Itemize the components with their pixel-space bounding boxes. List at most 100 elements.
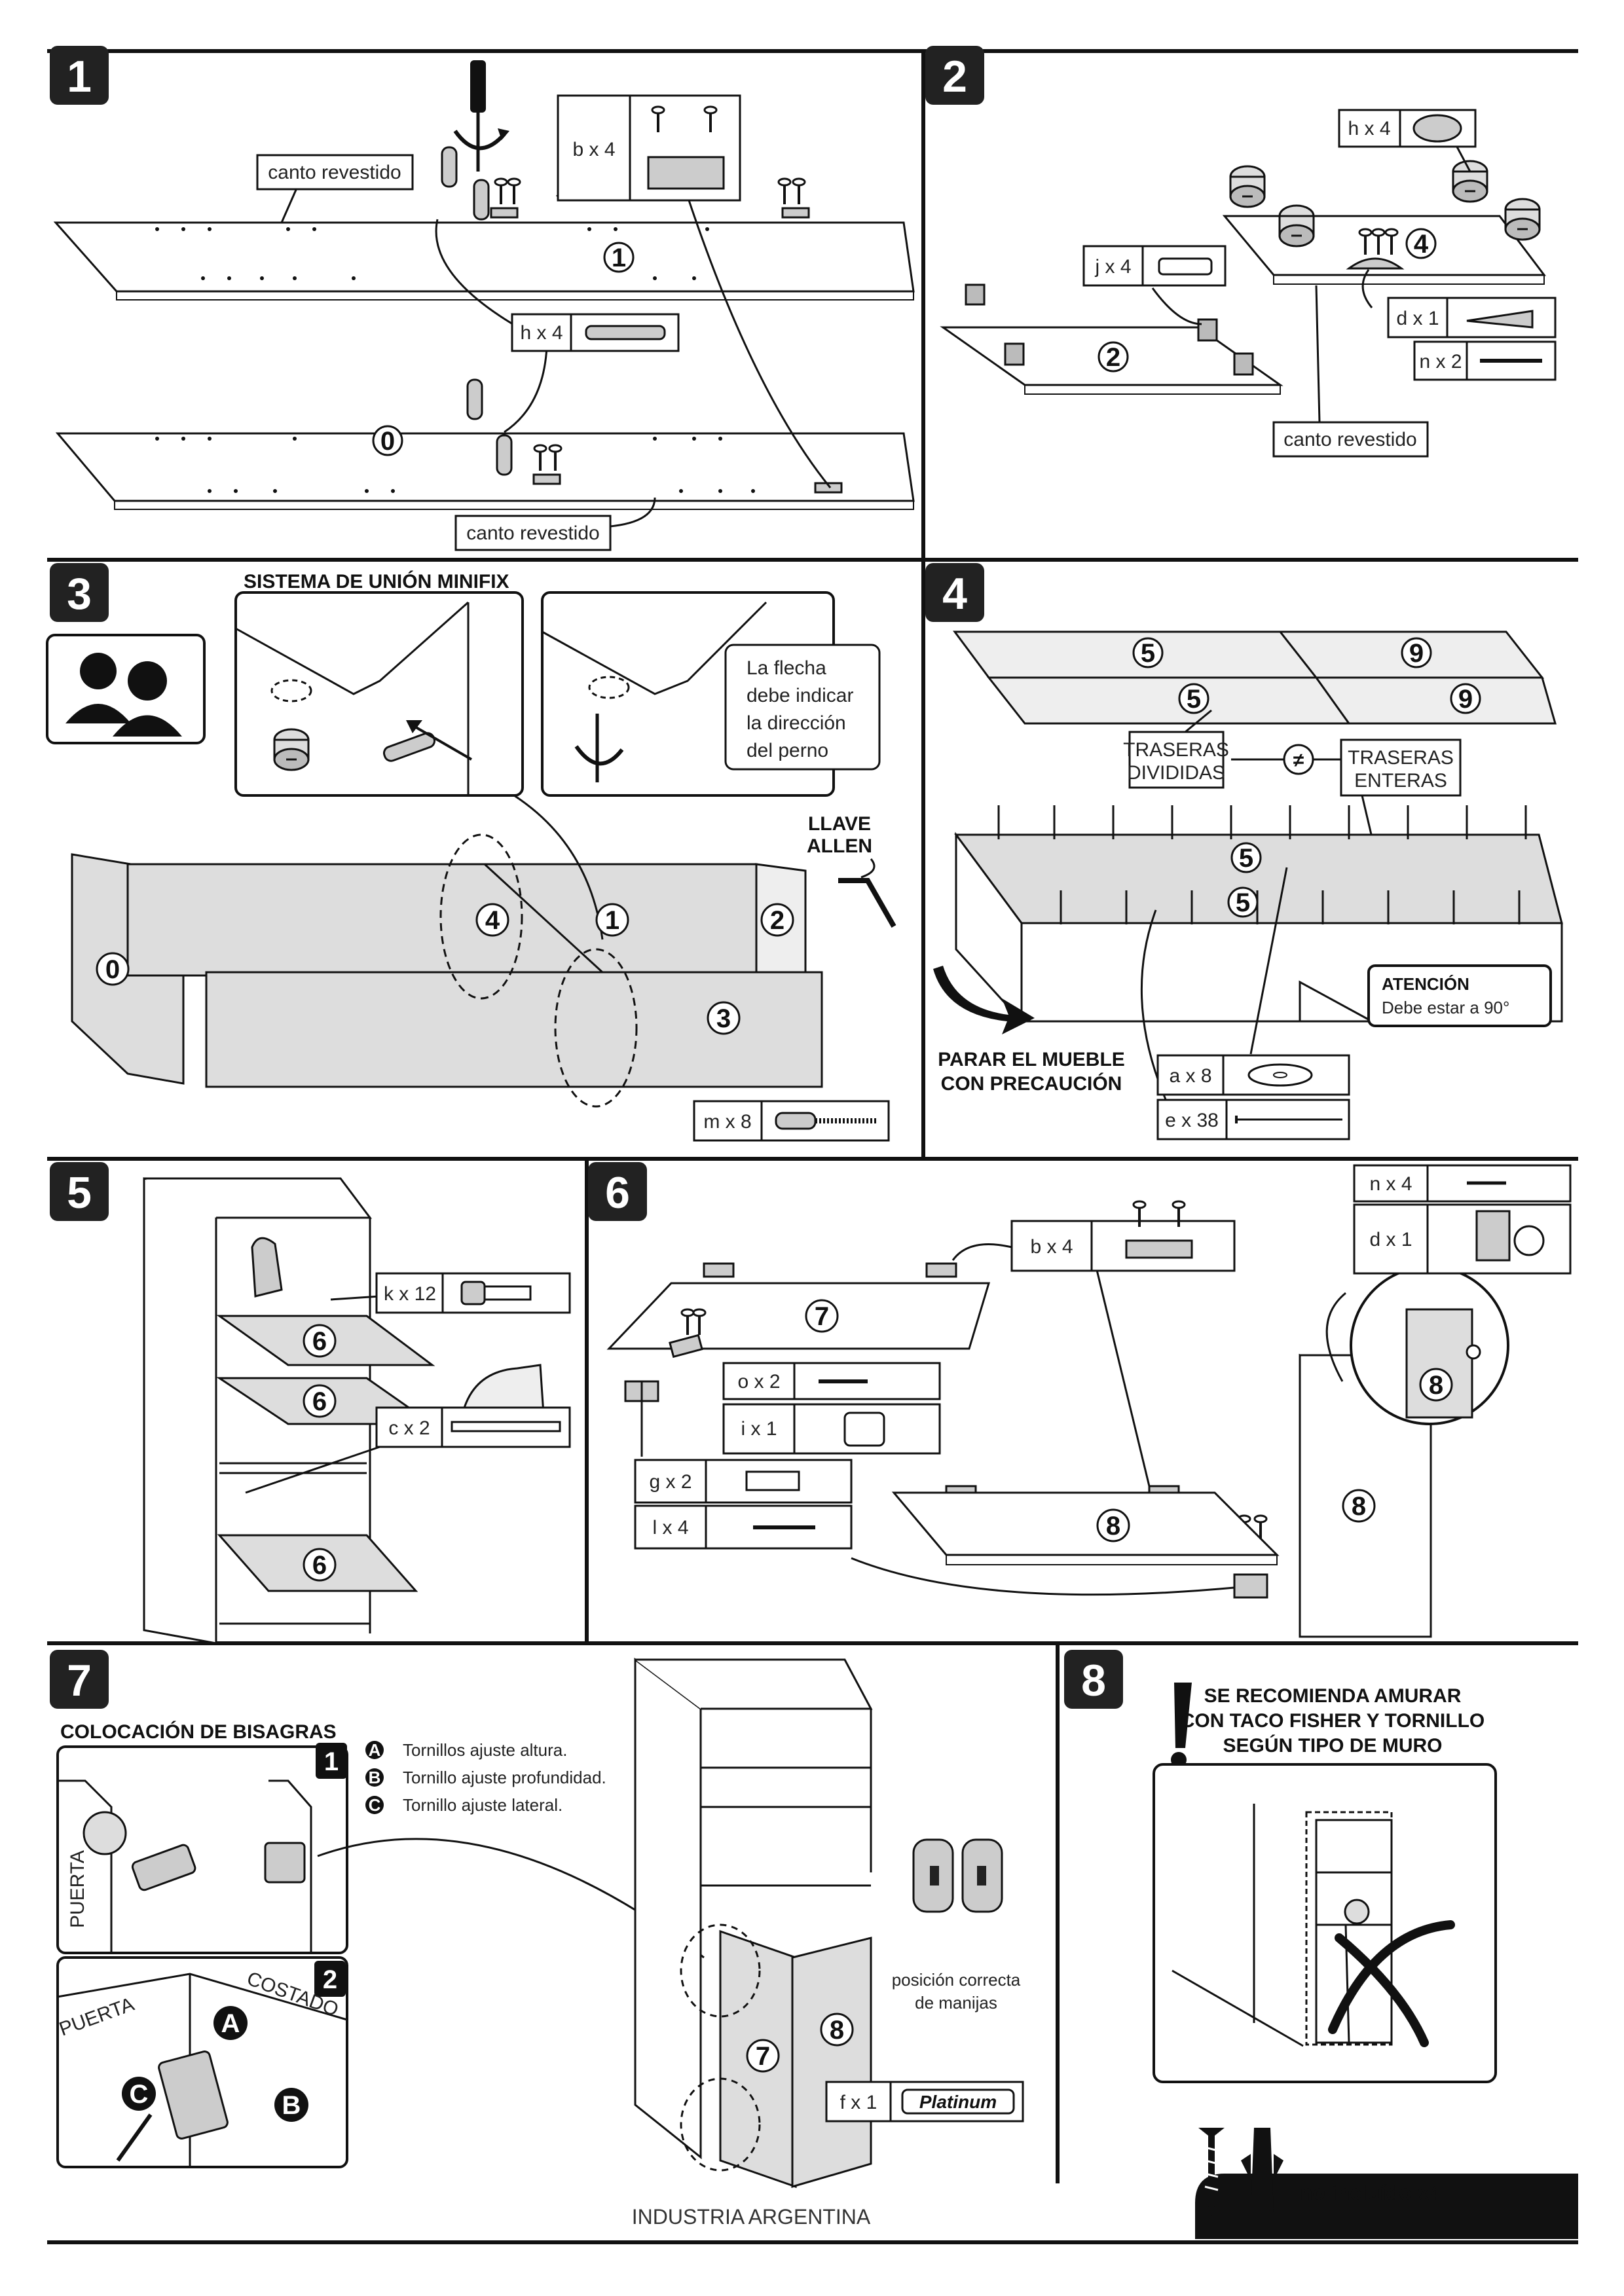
warning-line-2: CON TACO FISHER Y TORNILLO: [1181, 1710, 1485, 1732]
hinge-detail-1: 1 PUERTA: [56, 1743, 348, 1954]
part-label-8d: 8: [830, 2016, 844, 2045]
part-label-5a: 5: [1141, 639, 1155, 668]
step-number-8: 8: [1081, 1656, 1106, 1705]
arrow-note-line-3: la dirección: [747, 712, 846, 734]
step-badge-3: [50, 563, 109, 622]
step1-board-top: [53, 221, 915, 293]
brand-label: Platinum: [919, 2092, 997, 2112]
svg-text:j x 4: j x 4: [1094, 256, 1131, 278]
part-box-j: j x 4: [1082, 245, 1227, 287]
dashed-callout-left: [439, 833, 523, 1000]
step3-carcass: [71, 853, 823, 1088]
part-label-step3-0: 3: [716, 1004, 731, 1033]
stopper-icon-2: [1233, 1573, 1268, 1599]
part-label-7b: 7: [756, 2042, 770, 2071]
svg-text:DIVIDIDAS: DIVIDIDAS: [1127, 762, 1225, 784]
part-box-h2: h x 4: [1338, 109, 1477, 148]
step-badge-4: [925, 563, 984, 622]
step8-panel: SE RECOMIENDA AMURAR CON TACO FISHER Y T…: [1153, 1683, 1497, 2216]
part-label-step3-4: 4: [485, 906, 500, 935]
part-label-5b: 5: [1187, 685, 1201, 714]
parar-line-2: CON PRECAUCIÓN: [941, 1072, 1122, 1095]
step1-holes: [155, 227, 755, 493]
part-label-4: [1405, 228, 1437, 259]
part-box-f: f x 1 Platinum: [825, 2081, 1024, 2123]
svg-text:ALLEN: ALLEN: [807, 835, 872, 857]
puerta-label-1: PUERTA: [67, 1850, 88, 1928]
svg-text:b x 4: b x 4: [572, 139, 615, 160]
step-badge-5: [50, 1162, 109, 1221]
part-box-b: b x 4: [557, 94, 741, 202]
step2-blocks: [965, 283, 1254, 376]
step-number-1: 1: [67, 52, 92, 101]
part-box-l: l x 4: [634, 1504, 853, 1550]
svg-text:C: C: [130, 2080, 149, 2109]
step-badge-8: [1064, 1650, 1123, 1709]
svg-text:0: 0: [380, 427, 395, 456]
svg-text:c x 2: c x 2: [388, 1417, 430, 1439]
step6-panel: 7 8 8 8: [606, 1164, 1572, 1638]
hinge-icon: [703, 1262, 735, 1278]
manijas-line-2: de manijas: [915, 1993, 997, 2013]
nail-row: [997, 805, 1527, 924]
svg-text:ENTERAS: ENTERAS: [1354, 770, 1447, 792]
part-label-step3-1: 1: [605, 906, 619, 935]
step7-panel: COLOCACIÓN DE BISAGRAS 1 PUERTA A Tornil…: [56, 1658, 1024, 2189]
canto-text-bottom: canto revestido: [466, 522, 599, 544]
part-label-8a: 8: [1106, 1512, 1120, 1540]
parar-line-1: PARAR EL MUEBLE: [938, 1049, 1125, 1070]
part-label-0: [372, 425, 403, 456]
arrow-note-line-2: debe indicar: [747, 685, 853, 706]
board-7: [606, 1282, 991, 1350]
lock-cam-icon: [1346, 257, 1405, 270]
part-label-9b: 9: [1458, 685, 1473, 714]
svg-text:B: B: [282, 2091, 301, 2120]
svg-text:LLAVE: LLAVE: [808, 813, 871, 835]
part-box-c: c x 2: [375, 1406, 571, 1448]
part-label-step3-2: 2: [770, 906, 784, 935]
legend-b-text: Tornillo ajuste profundidad.: [403, 1768, 606, 1787]
step-badge-6: [588, 1162, 647, 1221]
step1-board-bottom: [55, 432, 915, 502]
part-box-n2: n x 2: [1413, 340, 1557, 381]
part-box-m: m x 8: [693, 1100, 890, 1142]
svg-text:e x 38: e x 38: [1165, 1110, 1219, 1131]
two-people-icon: [46, 634, 206, 744]
minifix-title: SISTEMA DE UNIÓN MINIFIX: [244, 570, 509, 592]
atencion-text: Debe estar a 90°: [1382, 998, 1509, 1017]
part-label-2: [1098, 341, 1129, 373]
part-label-7: 7: [815, 1302, 829, 1331]
hinge-icon-2: [925, 1262, 957, 1278]
door-8-open: [791, 1937, 872, 2188]
part-label-9a: 9: [1409, 639, 1424, 668]
canto-label-top: [256, 154, 414, 191]
step-badge-7: [50, 1650, 109, 1709]
svg-text:B: B: [369, 1768, 381, 1787]
part-box-a: a x 8: [1156, 1054, 1350, 1096]
warning-exclamation-icon: [1174, 1683, 1192, 1748]
part-box-d6: d x 1: [1353, 1203, 1572, 1275]
svg-text:h x 4: h x 4: [520, 322, 563, 344]
sub-step-2: 2: [323, 1965, 337, 1994]
bisagras-title: COLOCACIÓN DE BISAGRAS: [60, 1721, 337, 1743]
part-label-3: 0: [105, 955, 120, 984]
svg-text:l x 4: l x 4: [652, 1517, 688, 1539]
wall-plug-icon: [1241, 2128, 1283, 2213]
svg-text:2: 2: [1106, 343, 1120, 372]
step-number-5: 5: [67, 1168, 92, 1218]
step-badges: 1 2 3 4 5 6 7 8: [50, 46, 1123, 1709]
step4-carcass: [954, 831, 1563, 1024]
svg-text:A: A: [369, 1740, 381, 1760]
part-box-i: i x 1: [722, 1403, 941, 1455]
part-label-6b: 6: [312, 1387, 327, 1416]
allen-key-icon: LLAVE ALLEN: [807, 813, 896, 928]
step-number-3: 3: [67, 569, 92, 619]
svg-text:f x 1: f x 1: [840, 2092, 877, 2113]
svg-text:a x 8: a x 8: [1169, 1065, 1211, 1087]
step5-panel: 6 6 6 k x 12 c x 2: [143, 1177, 571, 1645]
canto-text-step2: canto revestido: [1283, 429, 1416, 450]
minifix-detail-1: [234, 591, 524, 797]
step-number-7: 7: [67, 1656, 92, 1705]
set-square-icon: [1299, 980, 1373, 1023]
